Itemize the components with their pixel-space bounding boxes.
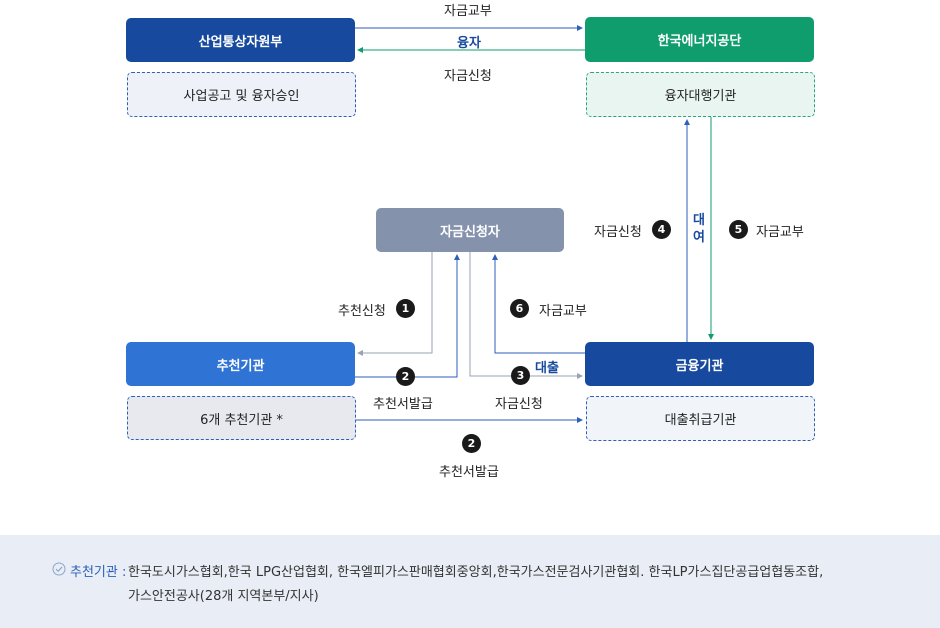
footer-line2: 가스안전공사(28개 지역본부/지사) bbox=[128, 589, 319, 604]
edge-step3 bbox=[469, 252, 583, 379]
label-top-loan: 융자 bbox=[457, 36, 481, 51]
label-step3: 자금신청 bbox=[495, 397, 543, 412]
badge-step4: 4 bbox=[652, 220, 671, 239]
label-top-apply: 자금신청 bbox=[444, 69, 492, 84]
label-step1: 추천신청 bbox=[338, 304, 386, 319]
edge-step6 bbox=[492, 254, 585, 354]
node-energy-role: 융자대행기관 bbox=[586, 72, 815, 117]
node-ministry: 산업통상자원부 bbox=[126, 18, 355, 62]
footer-note: 추천기관 : 한국도시가스협회,한국 LPG산업협회, 한국엘피가스판매협회중앙… bbox=[0, 535, 940, 628]
node-energy-agency: 한국에너지공단 bbox=[585, 17, 814, 62]
badge-step5: 5 bbox=[729, 220, 748, 239]
badge-step3: 3 bbox=[511, 366, 530, 385]
node-bank-role: 대출취급기관 bbox=[586, 396, 815, 441]
label-step2a: 추천서발급 bbox=[373, 397, 433, 412]
node-ministry-role: 사업공고 및 융자승인 bbox=[127, 72, 356, 117]
badge-step6: 6 bbox=[510, 299, 529, 318]
edge-step1 bbox=[357, 252, 433, 356]
label-step5: 자금교부 bbox=[756, 225, 804, 240]
check-circle-icon bbox=[52, 562, 66, 576]
label-lend-char2: 여 bbox=[693, 230, 705, 245]
node-applicant: 자금신청자 bbox=[376, 208, 564, 252]
label-step3-tag: 대출 bbox=[535, 361, 559, 376]
edge-step2a bbox=[355, 254, 460, 378]
node-recommender-role: 6개 추천기관 * bbox=[127, 396, 356, 440]
node-recommender: 추천기관 bbox=[126, 342, 355, 386]
label-step6: 자금교부 bbox=[539, 304, 587, 319]
label-top-disburse: 자금교부 bbox=[444, 4, 492, 19]
footer-line1: 한국도시가스협회,한국 LPG산업협회, 한국엘피가스판매협회중앙회,한국가스전… bbox=[128, 565, 824, 580]
label-step4: 자금신청 bbox=[594, 225, 642, 240]
badge-step1: 1 bbox=[396, 299, 415, 318]
node-bank: 금융기관 bbox=[585, 342, 814, 386]
badge-step2b: 2 bbox=[462, 434, 481, 453]
label-step2b: 추천서발급 bbox=[439, 465, 499, 480]
badge-step2a: 2 bbox=[396, 367, 415, 386]
label-lend: 대 여 bbox=[691, 212, 707, 246]
footer-title: 추천기관 : bbox=[70, 565, 127, 580]
label-lend-char1: 대 bbox=[693, 213, 705, 228]
